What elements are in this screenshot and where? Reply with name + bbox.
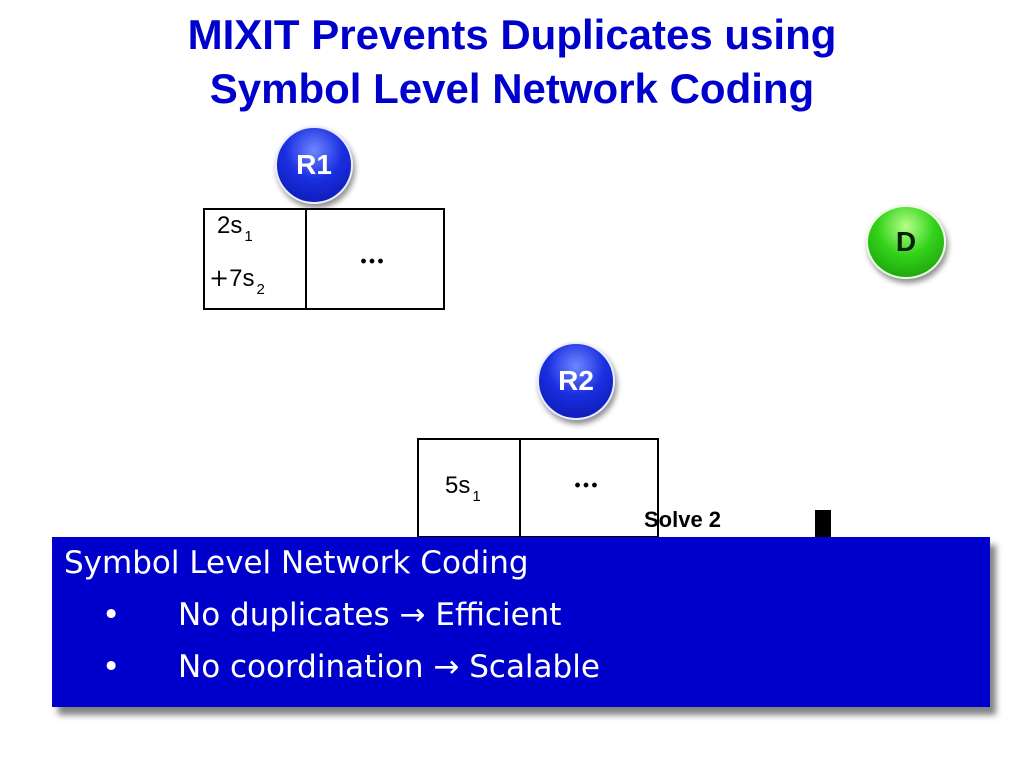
destination-d-node: D [866, 205, 946, 279]
arrow-right-icon: → [433, 649, 460, 685]
packet-r1-sub1: 1 [244, 228, 253, 245]
arrow-right-icon: → [399, 597, 426, 633]
router-r2-node: R2 [537, 342, 615, 420]
slide-title-line2: Symbol Level Network Coding [209, 65, 815, 112]
callout-item-text: No coordination → Scalable [178, 647, 600, 687]
packet-r1-coef2: 7s [229, 265, 255, 292]
summary-callout: Symbol Level Network Coding • No duplica… [52, 537, 990, 707]
callout-item-right: Efficient [435, 597, 562, 633]
bullet-icon: • [102, 649, 121, 685]
packet-r1-dots: … [359, 240, 386, 270]
packet-r2-coef1: 5s [445, 472, 471, 499]
packet-r2-dots: … [573, 464, 600, 494]
slide-title: MIXIT Prevents Duplicates using Symbol L… [0, 8, 1024, 116]
bullet-icon: • [102, 597, 121, 633]
callout-item-right: Scalable [469, 649, 600, 685]
router-r1-label: R1 [296, 149, 332, 180]
callout-item-left: No coordination [178, 649, 424, 685]
packet-r2-sub1: 1 [472, 488, 481, 505]
packet-r1-plus: + [209, 264, 230, 292]
partial-mark [815, 510, 831, 540]
packet-r1-rest: … [307, 210, 443, 308]
callout-item-left: No duplicates [178, 597, 390, 633]
callout-item-text: No duplicates → Efficient [178, 595, 561, 635]
packet-r2-rest: … [521, 440, 657, 536]
packet-r1-sub2: 2 [256, 281, 265, 298]
packet-r1-coef1: 2s [217, 212, 243, 239]
callout-heading: Symbol Level Network Coding [64, 545, 529, 581]
solve-label: Solve 2 [644, 507, 722, 532]
slide-title-line1: MIXIT Prevents Duplicates using [187, 11, 837, 58]
router-r1-node: R1 [275, 126, 353, 204]
router-r2-label: R2 [558, 365, 594, 396]
destination-d-label: D [895, 226, 917, 257]
